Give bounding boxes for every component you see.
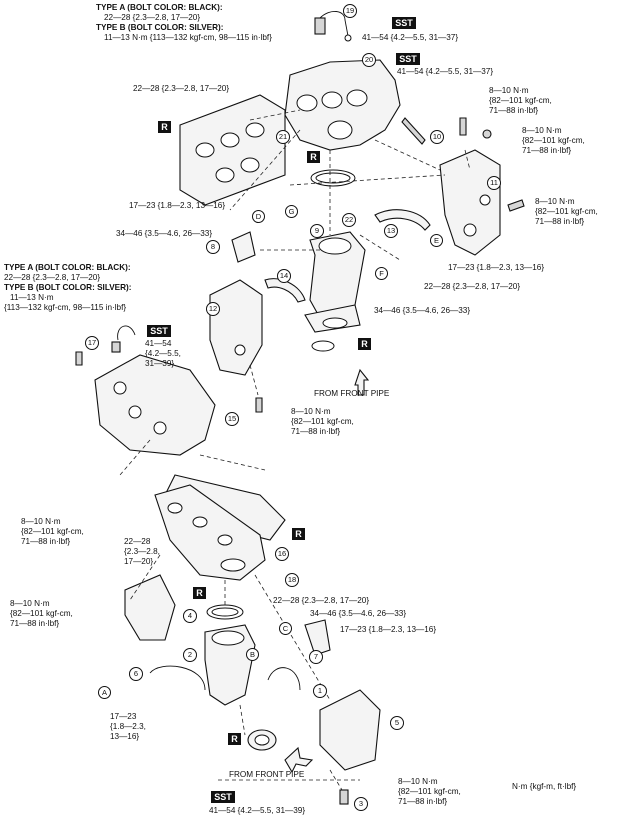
manifold-gasket-21 xyxy=(179,94,286,206)
heat-insulator-11 xyxy=(439,149,501,256)
callout-11: 11 xyxy=(487,176,501,190)
exhaust-manifold-20 xyxy=(284,59,401,151)
callout-6: 6 xyxy=(129,667,143,681)
torque-d: 34—46 {3.5—4.6, 26—33} xyxy=(116,229,213,238)
torque-sst-10: 41—54 {4.2—5.5, 31—37} xyxy=(397,67,494,76)
callout-2: 2 xyxy=(183,648,197,662)
callout-14: 14 xyxy=(277,269,291,283)
callout-4: 4 xyxy=(183,609,197,623)
letter-b: B xyxy=(246,648,259,661)
torque-c: 17—23 {1.8—2.3, 13—16} xyxy=(340,625,437,634)
replace-badge-lower-ring: R xyxy=(358,338,371,350)
replace-badge-ring: R xyxy=(307,151,320,163)
callout-9: 9 xyxy=(310,224,324,238)
left-type-a-torque: 22—28 {2.3—2.8, 17—20} xyxy=(4,273,101,282)
callout-7: 7 xyxy=(309,650,323,664)
torque-sst-19: 41—54 {4.2—5.5, 31—37} xyxy=(362,33,459,42)
torque-a: 17—23 {1.8—2.3, 13—16} xyxy=(110,712,146,741)
exhaust-manifold-16 xyxy=(154,484,266,581)
replace-badge-lower-flange: R xyxy=(228,733,241,745)
replace-badge-lower-gasket: R xyxy=(193,587,206,599)
callout-1: 1 xyxy=(313,684,327,698)
torque-upper-manifold: 22—28 {2.3—2.8, 17—20} xyxy=(133,84,230,93)
callout-17: 17 xyxy=(85,336,99,350)
callout-8: 8 xyxy=(206,240,220,254)
torque-f: 34—46 {3.5—4.6, 26—33} xyxy=(374,306,471,315)
torque-mid: 22—28 {2.3—2.8, 17—20} xyxy=(424,282,521,291)
letter-d: D xyxy=(252,210,265,223)
callout-21: 21 xyxy=(276,130,290,144)
catalytic-converter-9 xyxy=(304,231,366,333)
callout-19: 19 xyxy=(343,4,357,18)
sst-badge-19: SST xyxy=(392,17,416,29)
left-type-a-heading: TYPE A (BOLT COLOR: BLACK): xyxy=(4,263,131,272)
letter-a: A xyxy=(98,686,111,699)
unit-legend: N·m {kgf-m, ft·lbf} xyxy=(512,782,577,791)
torque-left-a: 8—10 N·m {82—101 kgf-cm, 71—88 in·lbf} xyxy=(21,517,84,546)
torque-left-22: 22—28 {2.3—2.8, 17—20} xyxy=(124,537,160,566)
torque-e: 17—23 {1.8—2.3, 13—16} xyxy=(448,263,545,272)
torque-g: 17—23 {1.8—2.3, 13—16} xyxy=(129,201,226,210)
catalytic-converter-2 xyxy=(204,624,256,706)
sst-badge-3: SST xyxy=(211,791,235,803)
sst-badge-17: SST xyxy=(147,325,171,337)
heat-insulator-15 xyxy=(94,354,216,456)
bolt-type-a-torque: 22—28 {2.3—2.8, 17—20} xyxy=(104,13,201,22)
left-type-b-heading: TYPE B (BOLT COLOR: SILVER): xyxy=(4,283,132,292)
torque-sst-17: 41—54 {4.2—5.5, 31—39} xyxy=(145,339,181,368)
callout-12: 12 xyxy=(206,302,220,316)
callout-10: 10 xyxy=(430,130,444,144)
torque-b: 34—46 {3.5—4.6, 26—33} xyxy=(310,609,407,618)
letter-g: G xyxy=(285,205,298,218)
replace-badge-16: R xyxy=(292,528,305,540)
callout-20: 20 xyxy=(362,53,376,67)
heat-insulator-12 xyxy=(209,279,263,376)
torque-8-10-right-3: 8—10 N·m {82—101 kgf-cm, 71—88 in·lbf} xyxy=(535,197,598,226)
torque-sst-3: 41—54 {4.2—5.5, 31—39} xyxy=(209,806,306,815)
callout-22: 22 xyxy=(342,213,356,227)
torque-18: 22—28 {2.3—2.8, 17—20} xyxy=(273,596,370,605)
callout-16: 16 xyxy=(275,547,289,561)
replace-badge-gasket: R xyxy=(158,121,171,133)
callout-3: 3 xyxy=(354,797,368,811)
torque-left-b: 8—10 N·m {82—101 kgf-cm, 71—88 in·lbf} xyxy=(10,599,73,628)
bolt-type-b-heading: TYPE B (BOLT COLOR: SILVER): xyxy=(96,23,224,32)
callout-15: 15 xyxy=(225,412,239,426)
torque-8-10-right-2: 8—10 N·m {82—101 kgf-cm, 71—88 in·lbf} xyxy=(522,126,585,155)
from-front-pipe-upper: FROM FRONT PIPE xyxy=(314,389,390,398)
bolt-type-b-torque: 11—13 N·m {113—132 kgf-cm, 98—115 in·lbf… xyxy=(104,33,272,42)
letter-e: E xyxy=(430,234,443,247)
bolt-type-a-heading: TYPE A (BOLT COLOR: BLACK): xyxy=(96,3,223,12)
callout-5: 5 xyxy=(390,716,404,730)
left-type-b-torque-1: 11—13 N·m xyxy=(10,293,54,302)
sst-badge-10: SST xyxy=(396,53,420,65)
torque-8-10-right-1: 8—10 N·m {82—101 kgf-cm, 71—88 in·lbf} xyxy=(489,86,552,115)
left-type-b-torque-2: {113—132 kgf-cm, 98—115 in·lbf} xyxy=(4,303,127,312)
torque-5: 8—10 N·m {82—101 kgf-cm, 71—88 in·lbf} xyxy=(398,777,461,806)
letter-c: C xyxy=(279,622,292,635)
oxygen-sensor-19 xyxy=(314,11,352,42)
from-front-pipe-lower: FROM FRONT PIPE xyxy=(229,770,305,779)
letter-f: F xyxy=(375,267,388,280)
callout-13: 13 xyxy=(384,224,398,238)
torque-15: 8—10 N·m {82—101 kgf-cm, 71—88 in·lbf} xyxy=(291,407,354,436)
callout-18: 18 xyxy=(285,573,299,587)
